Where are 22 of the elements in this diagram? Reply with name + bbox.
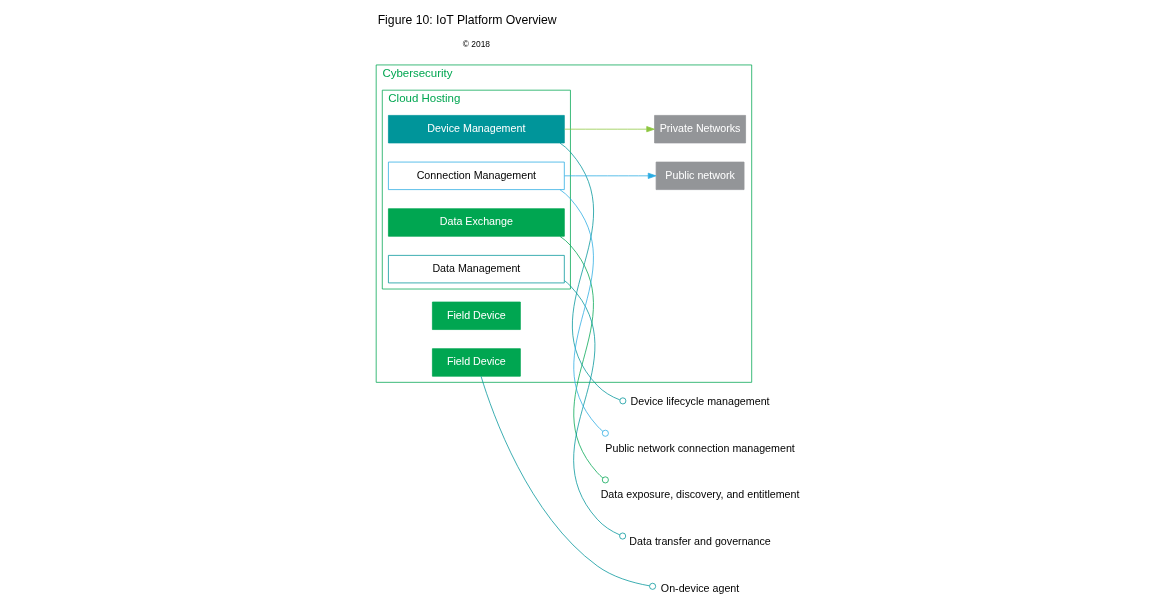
node-box: Connection Management [388,161,565,190]
label: © 2018 [462,39,490,50]
node-text: Data exposure, discovery, and entitlement [600,488,800,501]
connector [559,189,609,437]
node-box: Data Exchange [388,208,565,237]
diagram-title: Figure 10: IoT Platform Overview [377,13,557,28]
connector [564,280,627,540]
node-text: Data transfer and governance [629,535,771,548]
node-text: Device lifecycle management [630,395,770,408]
connector [559,142,627,405]
arrow [564,172,657,179]
node-box: Field Device [432,301,521,330]
connector [559,235,609,484]
arrow [564,126,655,133]
connector [480,376,657,590]
node-text: Public network connection management [605,441,795,454]
node-text: On-device agent [660,581,740,594]
node-box: Field Device [432,348,521,377]
node-box: Public network [655,161,745,190]
node-box: Private Networks [654,115,746,144]
node-box: Device Management [388,115,565,144]
node-box: Data Management [388,255,565,284]
